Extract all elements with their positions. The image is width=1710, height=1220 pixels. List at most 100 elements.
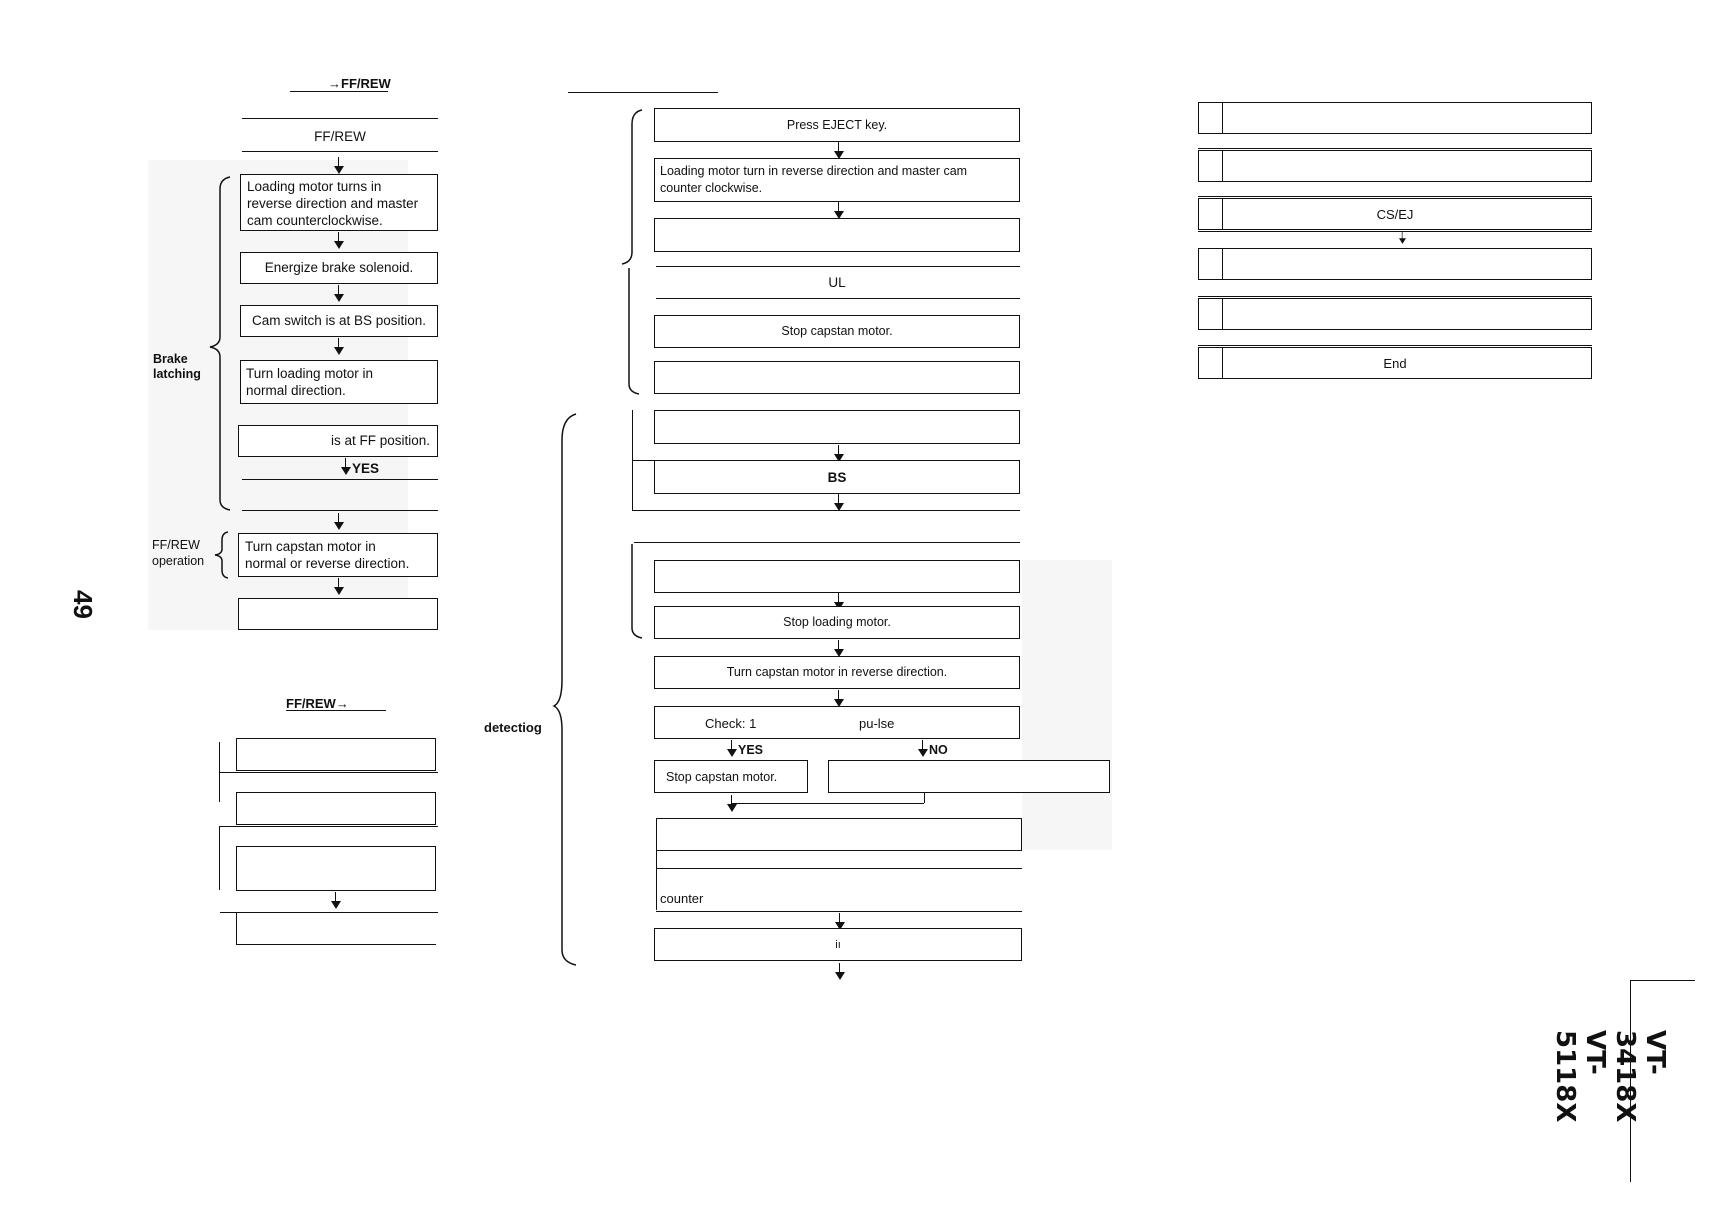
merge-line xyxy=(924,793,925,803)
arrow-icon xyxy=(334,232,344,250)
model-number-2: VT-5118X xyxy=(1550,1030,1610,1123)
arrow-icon xyxy=(834,690,844,708)
arrow-icon xyxy=(835,913,845,931)
step-final-middle: iı xyxy=(654,928,1022,961)
brace-detecting xyxy=(552,413,577,966)
rule-line xyxy=(1198,296,1592,297)
arrow-icon xyxy=(727,740,737,758)
brace-label-ffrew: FF/REW xyxy=(152,538,200,552)
arrow-icon xyxy=(334,578,344,596)
page-number: 49 xyxy=(68,590,98,619)
inner-line xyxy=(1222,198,1223,230)
step-turn-capstan: Turn capstan motor in normal or reverse … xyxy=(238,533,438,577)
brace-label-latching: latching xyxy=(153,367,201,381)
arrow-icon xyxy=(835,963,845,981)
arrow-icon xyxy=(834,640,844,658)
arrow-icon xyxy=(834,445,844,463)
step-empty-box xyxy=(1198,298,1592,330)
rule-line xyxy=(656,911,1022,912)
step-empty-box xyxy=(1198,150,1592,182)
step-box xyxy=(236,738,436,771)
no-label: NO xyxy=(929,743,948,757)
arrow-icon xyxy=(334,338,344,356)
rule-line xyxy=(242,510,438,511)
arrow-icon xyxy=(727,795,737,813)
rule-line xyxy=(632,510,1020,511)
bracket-line xyxy=(219,826,220,890)
model-box-border xyxy=(1630,980,1631,1182)
arrow-icon xyxy=(341,458,351,476)
rule-line xyxy=(1198,345,1592,346)
step-empty-box xyxy=(654,410,1020,444)
arrow-icon xyxy=(334,513,344,531)
rule-line xyxy=(1198,231,1592,232)
arrow-icon xyxy=(834,202,844,220)
model-box-border-top xyxy=(1630,980,1695,981)
bracket-line xyxy=(632,410,633,510)
step-press-eject: Press EJECT key. xyxy=(654,108,1020,142)
yes-label: YES xyxy=(352,461,380,476)
brace-label-brake: Brake xyxy=(153,352,188,366)
middle-heading-underline xyxy=(568,92,718,93)
bracket-line xyxy=(656,850,657,910)
step-end: End xyxy=(1198,347,1592,379)
rule-line xyxy=(220,912,438,913)
rule-line xyxy=(656,868,1022,869)
decision-ff-position: is at FF position. xyxy=(238,425,438,457)
inner-line xyxy=(1222,347,1223,379)
ul-label: UL xyxy=(828,275,846,290)
heading-underline xyxy=(290,91,388,92)
step-loading-motor-reverse-cam: Loading motor turn in reverse direction … xyxy=(654,158,1020,202)
step-empty-box xyxy=(1198,248,1592,280)
arrow-icon xyxy=(334,285,344,303)
arrow-icon xyxy=(334,157,344,175)
merge-line xyxy=(731,803,924,804)
arrow-icon xyxy=(834,142,844,160)
step-energize-brake: Energize brake solenoid. xyxy=(240,252,438,284)
inner-line xyxy=(1222,298,1223,330)
brace-label-operation: operation xyxy=(152,554,205,568)
rule-line xyxy=(1198,196,1592,197)
yes-label: YES xyxy=(738,743,764,757)
model-number-1: VT-3418X xyxy=(1610,1030,1670,1123)
model-numbers: VT-3418X VT-5118X xyxy=(1550,1030,1670,1122)
rule-line xyxy=(656,298,1020,299)
step-stop-loading: Stop loading motor. xyxy=(654,606,1020,639)
inner-line xyxy=(1222,102,1223,134)
step-empty-box xyxy=(1198,102,1592,134)
step-turn-capstan-reverse: Turn capstan motor in reverse direction. xyxy=(654,656,1020,689)
inner-line xyxy=(1222,150,1223,182)
step-cam-switch-bs: Cam switch is at BS position. xyxy=(240,305,438,337)
arrow-icon xyxy=(1399,232,1406,245)
detecting-label: detectiog xyxy=(484,720,542,735)
brace-ul xyxy=(628,268,640,395)
decision-check-pulse: Check: 1 pu-lse xyxy=(654,706,1020,739)
brace-eject xyxy=(621,109,643,265)
step-no-branch xyxy=(828,760,1110,793)
arrow-icon xyxy=(834,494,844,512)
counter-label: counter xyxy=(660,891,704,906)
rule-line xyxy=(220,826,438,827)
inner-line xyxy=(1222,248,1223,280)
title-line-top xyxy=(242,118,438,119)
step-empty-box xyxy=(654,361,1020,394)
left-top-heading: →FF/REW xyxy=(328,76,391,91)
rule-line xyxy=(236,944,436,945)
rule-line xyxy=(242,479,438,480)
step-stop-capstan: Stop capstan motor. xyxy=(654,315,1020,348)
rule-line xyxy=(1198,148,1592,149)
step-bs: BS xyxy=(654,460,1020,494)
arrow-icon xyxy=(331,892,341,910)
rule-line xyxy=(236,912,237,944)
rule-line xyxy=(220,772,438,773)
ffrew-title: FF/REW xyxy=(314,129,366,144)
step-box xyxy=(236,846,436,891)
brace-ffrew-operation xyxy=(214,531,229,579)
left-bottom-heading: FF/REW→ xyxy=(286,696,349,711)
heading-underline xyxy=(286,710,386,711)
step-empty-box xyxy=(654,218,1020,252)
step-cs-ej: CS/EJ xyxy=(1198,198,1592,230)
step-empty-box xyxy=(238,598,438,630)
bracket-line xyxy=(219,742,220,802)
title-line-bottom xyxy=(242,151,438,152)
